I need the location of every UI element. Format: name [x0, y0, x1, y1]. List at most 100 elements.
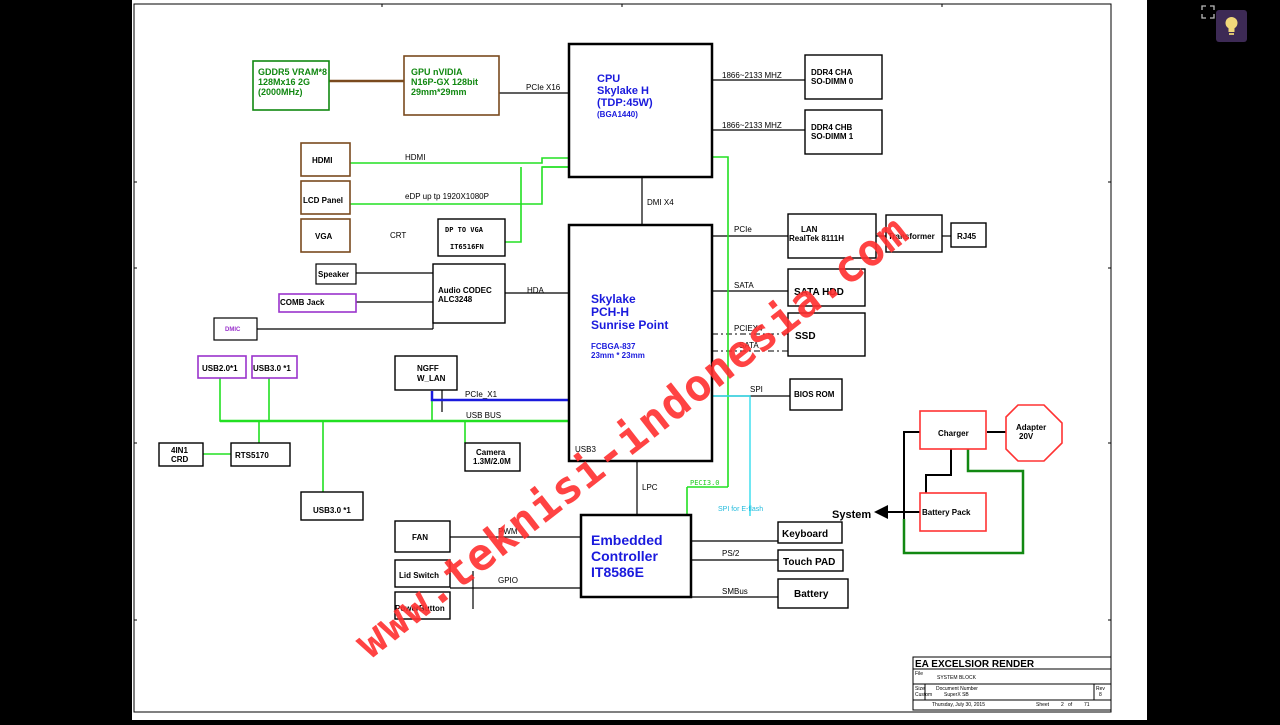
- title-block-of-label: of: [1068, 702, 1073, 708]
- sata-hdd-box: [787, 268, 866, 307]
- adapter-label-2: 20V: [1019, 432, 1034, 441]
- adapter-octagon: [1005, 404, 1063, 462]
- card-reader-box: [158, 442, 204, 467]
- pcie-x1-blue: [430, 391, 569, 402]
- schematic-sheet: GDDR5 VRAM*8 128Mx16 2G (2000MHz) GPU nV…: [132, 0, 1147, 720]
- fan-box: [394, 520, 451, 553]
- lightbulb-icon[interactable]: [1216, 10, 1247, 42]
- usb3pch-label: USB3: [575, 445, 596, 454]
- bus-pciex4: PCIEX4: [734, 324, 763, 333]
- gddr5-label-2: 128Mx16 2G: [258, 77, 310, 87]
- adapter-label-1: Adapter: [1016, 423, 1046, 432]
- audio-label-1: Audio CODEC: [438, 286, 492, 295]
- dash-dot-wires: [712, 333, 788, 352]
- touchpad-label: Touch PAD: [783, 557, 835, 568]
- rts5170-box: [230, 442, 291, 467]
- title-block-size-label: Size: [915, 686, 925, 692]
- vga-label: VGA: [315, 232, 333, 241]
- audio-codec-box: [432, 263, 506, 324]
- dmic-box: [213, 317, 258, 341]
- bus-pcie-lan: PCIe: [734, 225, 752, 234]
- bus-pcie16: PCIe X16: [526, 83, 561, 92]
- ec-label-1: Embedded: [591, 532, 663, 548]
- pch-label-2: PCH-H: [591, 305, 629, 319]
- ngff-label-1: NGFF: [417, 364, 439, 373]
- card-reader-label-1: 4IN1: [171, 446, 188, 455]
- ddr4-chb-box: [804, 109, 883, 155]
- ngff-box: [394, 355, 458, 391]
- cpu-label-1: CPU: [597, 73, 620, 85]
- bus-spi: SPI: [750, 385, 763, 394]
- bus-dmi: DMI X4: [647, 198, 674, 207]
- usb3a-label: USB3.0 *1: [253, 364, 291, 373]
- battery-label: Battery: [794, 589, 829, 600]
- bus-usb: USB BUS: [466, 411, 501, 420]
- block-diagram: GDDR5 VRAM*8 128Mx16 2G (2000MHz) GPU nV…: [133, 3, 1112, 713]
- ssd-box: [787, 312, 866, 357]
- bus-hda: HDA: [527, 286, 545, 295]
- lid-switch-box: [394, 559, 451, 588]
- gddr5-box: [252, 60, 330, 111]
- audio-label-2: ALC3248: [438, 295, 473, 304]
- cpu-label-4: (BGA1440): [597, 110, 638, 119]
- fullscreen-icon[interactable]: [1200, 4, 1216, 20]
- hdmi-box: [300, 142, 351, 177]
- lan-label-2: RealTek 8111H: [789, 234, 844, 243]
- rj45-box: [950, 222, 987, 248]
- power-button-label: PowerButton: [395, 604, 445, 613]
- bus-spi-flash: SPI for E-flash: [718, 506, 763, 513]
- bus-mhz-a: 1866~2133 MHZ: [722, 71, 782, 80]
- spi-cyan: [712, 395, 751, 516]
- battery-pack-box: [919, 492, 987, 532]
- ec-box: [579, 513, 693, 599]
- pch-label-3: Sunrise Point: [591, 318, 668, 332]
- gddr5-label-1: GDDR5 VRAM*8: [258, 67, 327, 77]
- bus-hdmi: HDMI: [405, 153, 425, 162]
- usb2-box: [197, 355, 247, 379]
- title-block-size: Custom: [915, 692, 932, 698]
- pch-label-5: 23mm * 23mm: [591, 351, 645, 360]
- comb-jack-box: [278, 293, 357, 313]
- border-ticks: [134, 4, 1111, 621]
- cpu-box: [567, 42, 714, 179]
- fan-label: FAN: [412, 533, 428, 542]
- bus-sata-1: SATA: [734, 281, 754, 290]
- vga-box: [300, 218, 351, 253]
- battery-box: [777, 578, 849, 609]
- gpu-label-2: N16P-GX 128bit: [411, 77, 478, 87]
- ddr4-cha-box: [804, 54, 883, 100]
- ngff-label-2: W_LAN: [417, 374, 446, 383]
- bus-edp: eDP up tp 1920X1080P: [405, 192, 489, 201]
- title-block-rev-label: Rev: [1096, 686, 1105, 692]
- cpu-label-3: (TDP:45W): [597, 97, 653, 109]
- battery-pack-label: Battery Pack: [922, 508, 971, 517]
- ec-label-2: Controller: [591, 548, 658, 564]
- transformer-box: [885, 214, 943, 253]
- bus-pcie-x1: PCIe_X1: [465, 390, 498, 399]
- ddr4-chb-label-2: SO-DIMM 1: [811, 132, 854, 141]
- dp2vga-label-2: IT6516FN: [450, 243, 484, 251]
- ddr4-chb-label-1: DDR4 CHB: [811, 123, 853, 132]
- gddr5-label-3: (2000MHz): [258, 87, 303, 97]
- keyboard-box: [777, 521, 843, 544]
- hdmi-label: HDMI: [312, 156, 332, 165]
- dmic-label: DMIC: [225, 327, 241, 333]
- power-button-box: [394, 591, 451, 620]
- charger-box: [919, 410, 987, 450]
- charger-label: Charger: [938, 429, 969, 438]
- title-block-docnum-label: Document Number: [936, 686, 978, 692]
- system-label: System: [832, 509, 871, 521]
- camera-label-2: 1.3M/2.0M: [473, 457, 511, 466]
- bus-peci: PECI3.0: [690, 479, 720, 487]
- pch-box: [567, 223, 714, 463]
- bus-gpio: GPIO: [498, 576, 518, 585]
- camera-box: [464, 442, 521, 472]
- title-block-docnum: SuperX SB: [944, 692, 969, 698]
- speaker-box: [315, 263, 357, 285]
- title-block-file-label: File: [915, 671, 923, 677]
- title-block-sheet-label: Sheet: [1036, 702, 1050, 708]
- dp-to-vga-box: [437, 218, 506, 257]
- bus-mhz-b: 1866~2133 MHZ: [722, 121, 782, 130]
- bus-pwm: PWM: [498, 527, 518, 536]
- lcd-box: [300, 180, 351, 215]
